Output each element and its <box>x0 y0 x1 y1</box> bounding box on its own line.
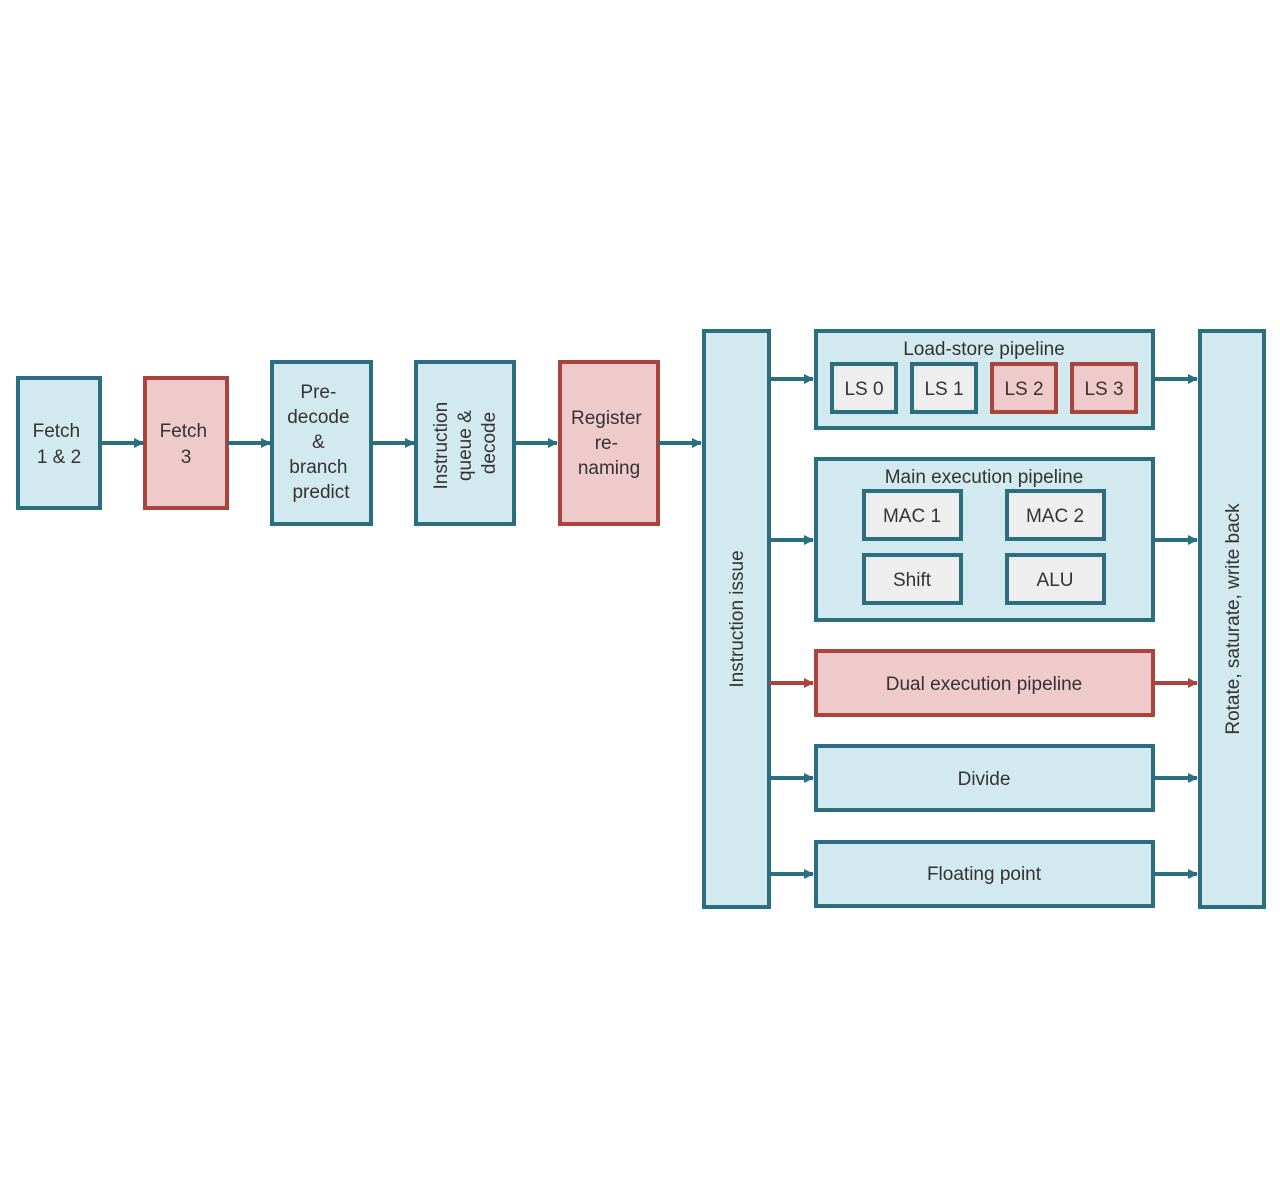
dual-execution-pipeline-label: Dual execution pipeline <box>886 674 1082 695</box>
stage-write-back-label: Rotate, saturate, write back <box>1223 503 1244 735</box>
floating-point-pipeline-label: Floating point <box>927 864 1042 885</box>
stage-write-back: Rotate, saturate, write back <box>1198 329 1266 909</box>
label-line: decode <box>479 412 500 474</box>
stage-instruction-queue: Instruction queue & decode <box>414 360 516 526</box>
stage-fetch-3-label: Fetch 3 <box>160 421 213 468</box>
main-unit-label: ALU <box>1037 570 1074 591</box>
floating-point-pipeline: Floating point <box>814 840 1155 908</box>
main-unit-shift: Shift <box>862 553 963 605</box>
stage-instruction-issue: Instruction issue <box>702 329 771 909</box>
stage-fetch-3: Fetch 3 <box>143 376 229 510</box>
stage-predecode: Pre- decode & branch predict <box>270 360 373 526</box>
label-line: Fetch <box>33 421 81 442</box>
stage-instruction-queue-label: Instruction queue & decode <box>431 397 500 490</box>
ls-unit-1: LS 1 <box>910 362 978 414</box>
ls-unit-label: LS 3 <box>1084 379 1123 400</box>
main-unit-mac1: MAC 1 <box>862 489 963 541</box>
divide-pipeline-label: Divide <box>958 769 1011 790</box>
label-line: Register <box>571 408 642 429</box>
stage-register-renaming: Register re- naming <box>558 360 660 526</box>
label-line: & <box>312 432 325 453</box>
stage-fetch-1-2: Fetch 1 & 2 <box>16 376 102 510</box>
label-line: Fetch <box>160 421 208 442</box>
stage-register-renaming-label: Register re- naming <box>571 408 647 479</box>
ls-unit-3: LS 3 <box>1070 362 1138 414</box>
label-line: Instruction <box>431 402 452 490</box>
ls-unit-label: LS 2 <box>1004 379 1043 400</box>
main-unit-label: Shift <box>893 570 932 591</box>
label-line: predict <box>292 482 350 503</box>
divide-pipeline: Divide <box>814 744 1155 812</box>
label-line: Pre- <box>300 382 336 403</box>
main-unit-label: MAC 1 <box>883 506 941 527</box>
main-execution-pipeline-title: Main execution pipeline <box>885 467 1084 488</box>
label-line: 1 & 2 <box>37 447 81 468</box>
main-unit-mac2: MAC 2 <box>1005 489 1106 541</box>
label-line: re- <box>595 433 618 454</box>
stage-instruction-issue-label: Instruction issue <box>727 550 748 687</box>
main-execution-pipeline: Main execution pipeline MAC 1 MAC 2 Shif… <box>814 457 1155 622</box>
dual-execution-pipeline: Dual execution pipeline <box>814 649 1155 717</box>
label-line: naming <box>578 458 640 479</box>
ls-unit-label: LS 0 <box>844 379 883 400</box>
label-line: 3 <box>181 447 192 468</box>
main-unit-label: MAC 2 <box>1026 506 1084 527</box>
label-line: branch <box>289 457 347 478</box>
ls-unit-label: LS 1 <box>924 379 963 400</box>
stage-fetch-1-2-label: Fetch 1 & 2 <box>33 421 86 468</box>
label-line: queue & <box>455 410 476 481</box>
label-line: decode <box>287 407 349 428</box>
main-unit-alu: ALU <box>1005 553 1106 605</box>
ls-unit-2: LS 2 <box>990 362 1058 414</box>
loadstore-pipeline-title: Load-store pipeline <box>903 339 1065 360</box>
loadstore-pipeline: Load-store pipeline LS 0 LS 1 LS 2 LS 3 <box>814 329 1155 430</box>
ls-unit-0: LS 0 <box>830 362 898 414</box>
stage-predecode-label: Pre- decode & branch predict <box>287 382 355 503</box>
